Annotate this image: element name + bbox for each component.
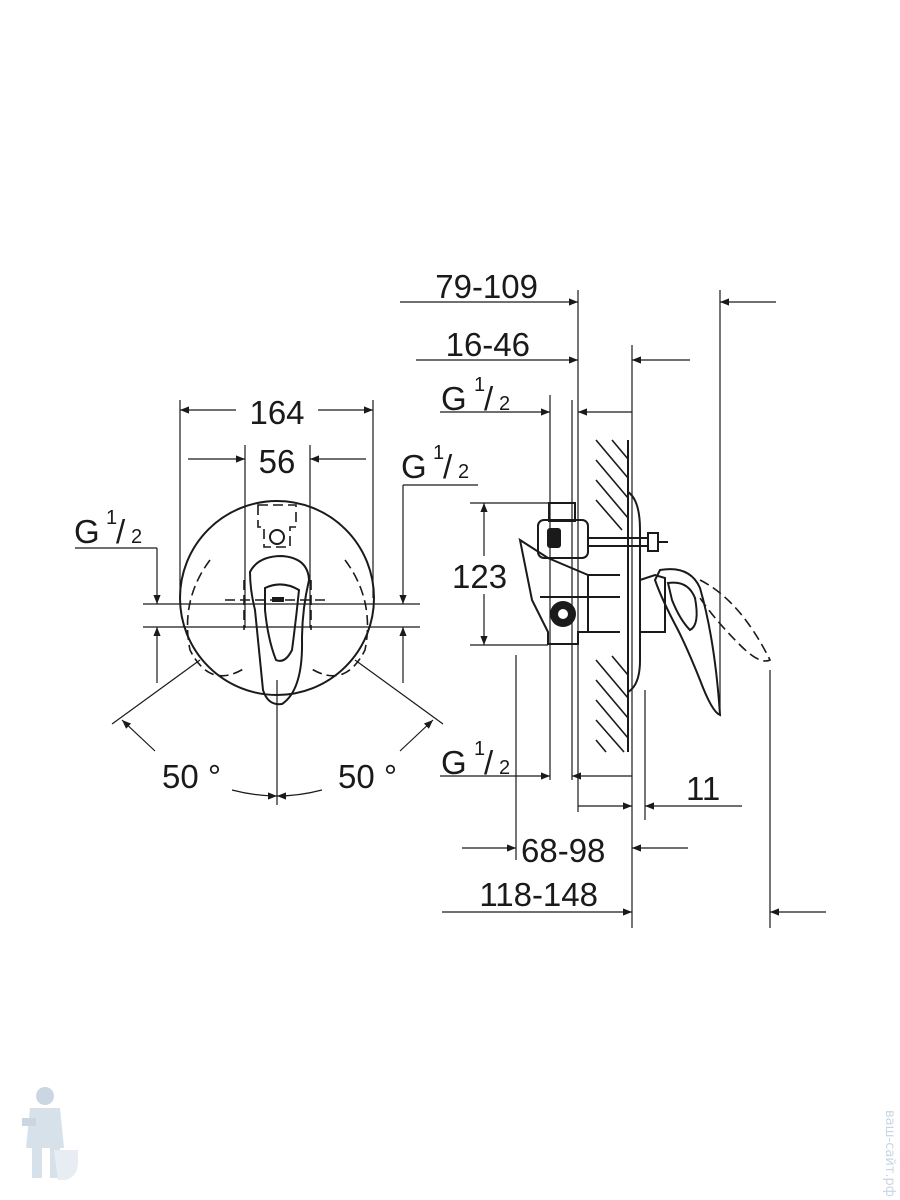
svg-text:1: 1 <box>433 442 444 464</box>
svg-text:1: 1 <box>106 507 117 529</box>
handle-lever <box>248 554 311 706</box>
svg-text:/: / <box>443 448 453 485</box>
valve-body-hidden <box>257 504 297 548</box>
inlet-bottom-label: G 1 / 2 <box>441 738 510 781</box>
angle-left-label: 50 ° <box>162 758 221 795</box>
svg-text:2: 2 <box>131 526 142 548</box>
total-depth-dimension: 118-148 <box>479 876 598 913</box>
handle-width-dimension: 56 <box>259 443 296 480</box>
inlet-left-label: G 1 / 2 <box>74 507 142 550</box>
svg-text:/: / <box>484 380 494 417</box>
svg-text:1: 1 <box>474 374 485 396</box>
svg-text:1: 1 <box>474 738 485 760</box>
valve-body <box>518 502 668 645</box>
svg-text:G: G <box>441 380 467 417</box>
inlet-top-label: G 1 / 2 <box>441 374 510 417</box>
height-dimension: 123 <box>452 558 507 595</box>
side-view: 79-109 16-46 G 1 / 2 123 G 1 / 2 <box>400 268 826 928</box>
svg-text:G: G <box>74 513 100 550</box>
plumber-logo <box>22 1087 78 1180</box>
depth-total-dimension: 79-109 <box>435 268 538 305</box>
svg-text:G: G <box>401 448 427 485</box>
svg-text:2: 2 <box>458 461 469 483</box>
wall-depth-dimension: 16-46 <box>446 326 530 363</box>
width-dimension: 164 <box>249 394 304 431</box>
install-depth-dimension: 68-98 <box>521 832 605 869</box>
inlet-right-label: G 1 / 2 <box>401 442 469 485</box>
wall-hatching <box>595 439 629 753</box>
svg-text:/: / <box>484 744 494 781</box>
plate-offset-dimension: 11 <box>686 770 720 807</box>
svg-text:G: G <box>441 744 467 781</box>
valve-port <box>269 529 285 545</box>
handle-indicator <box>272 597 284 602</box>
lever-profile <box>653 568 722 717</box>
front-view: 164 56 G 1 / 2 G 1 / 2 <box>74 394 478 805</box>
svg-text:/: / <box>116 513 126 550</box>
svg-text:2: 2 <box>499 393 510 415</box>
angle-right-label: 50 ° <box>338 758 397 795</box>
svg-text:2: 2 <box>499 757 510 779</box>
plate-profile <box>627 491 641 693</box>
watermark-side-text: ваш-сайт.рф <box>882 1110 897 1197</box>
